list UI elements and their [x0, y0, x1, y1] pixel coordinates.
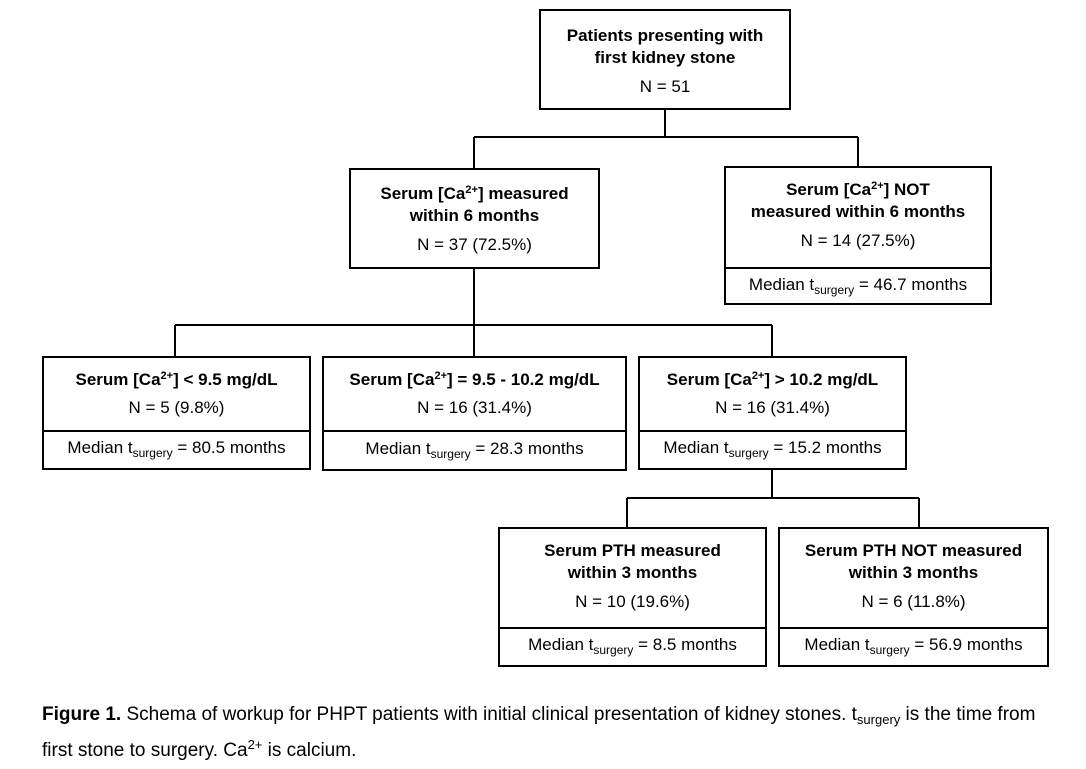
ca-measured-title-post: ] measured — [477, 184, 569, 203]
caption-sub: surgery — [856, 712, 901, 727]
ca-measured-count: N = 37 (72.5%) — [417, 235, 532, 254]
pth-not-measured-title: Serum PTH NOT measured within 3 months — [780, 540, 1047, 584]
ca-high-count: N = 16 (31.4%) — [715, 398, 830, 417]
median-pre: Median t — [365, 439, 431, 458]
median-sub: surgery — [728, 446, 769, 460]
ca-high-title-sup: 2+ — [751, 370, 765, 382]
ca-mid-title-post: ] = 9.5 - 10.2 mg/dL — [447, 370, 600, 389]
median-post: = 28.3 months — [470, 439, 584, 458]
figure-caption: Figure 1. Schema of workup for PHPT pati… — [42, 697, 1052, 769]
median-pre: Median t — [804, 635, 870, 654]
median-sub: surgery — [869, 643, 910, 657]
median-pre: Median t — [67, 438, 133, 457]
ca-high-title-post: ] > 10.2 mg/dL — [764, 370, 879, 389]
median-post: = 8.5 months — [633, 635, 737, 654]
ca-mid-title-pre: Serum [Ca — [349, 370, 435, 389]
pth-not-measured-title-line2: within 3 months — [848, 563, 979, 582]
pth-not-measured-median: Median tsurgery = 56.9 months — [780, 627, 1047, 665]
pth-measured-median: Median tsurgery = 8.5 months — [500, 627, 765, 665]
ca-low-title-sup: 2+ — [160, 370, 174, 382]
ca-measured-title-pre: Serum [Ca — [380, 184, 466, 203]
median-sub: surgery — [593, 643, 634, 657]
median-post: = 80.5 months — [172, 438, 286, 457]
ca-measured-box: Serum [Ca2+] measured within 6 months N … — [349, 168, 600, 269]
ca-mid-title: Serum [Ca2+] = 9.5 - 10.2 mg/dL — [324, 369, 625, 391]
pth-measured-title: Serum PTH measured within 3 months — [500, 540, 765, 584]
pth-measured-count: N = 10 (19.6%) — [575, 592, 690, 611]
ca-not-measured-title-line2: measured within 6 months — [750, 202, 966, 221]
median-sub: surgery — [814, 283, 855, 297]
ca-not-measured-title: Serum [Ca2+] NOT measured within 6 month… — [726, 179, 990, 223]
ca-not-measured-title-pre: Serum [Ca — [786, 180, 872, 199]
ca-low-title: Serum [Ca2+] < 9.5 mg/dL — [44, 369, 309, 391]
ca-not-measured-title-post: ] NOT — [883, 180, 930, 199]
ca-low-title-pre: Serum [Ca — [75, 370, 161, 389]
ca-low-median: Median tsurgery = 80.5 months — [44, 430, 309, 468]
ca-low-title-post: ] < 9.5 mg/dL — [173, 370, 278, 389]
caption-text2: is the time from first stone to surgery.… — [42, 704, 1036, 761]
ca-mid-median: Median tsurgery = 28.3 months — [324, 430, 625, 469]
pth-measured-box: Serum PTH measured within 3 months N = 1… — [498, 527, 767, 667]
ca-measured-title-line2: within 6 months — [409, 206, 540, 225]
median-post: = 46.7 months — [854, 275, 968, 294]
caption-label: Figure 1. — [42, 704, 122, 725]
ca-measured-title-sup: 2+ — [465, 184, 478, 196]
median-sub: surgery — [430, 447, 471, 461]
caption-sup: 2+ — [247, 737, 263, 752]
caption-text1: Schema of workup for PHPT patients with … — [121, 704, 857, 725]
pth-not-measured-count: N = 6 (11.8%) — [861, 592, 966, 611]
ca-high-box: Serum [Ca2+] > 10.2 mg/dL N = 16 (31.4%)… — [638, 356, 907, 470]
ca-low-box: Serum [Ca2+] < 9.5 mg/dL N = 5 (9.8%) Me… — [42, 356, 311, 470]
ca-mid-count: N = 16 (31.4%) — [417, 398, 532, 417]
root-title-line1: Patients presenting with — [566, 26, 764, 45]
pth-measured-title-line2: within 3 months — [567, 563, 698, 582]
median-pre: Median t — [748, 275, 815, 294]
root-title-line2: first kidney stone — [594, 48, 736, 67]
ca-high-title: Serum [Ca2+] > 10.2 mg/dL — [640, 369, 905, 391]
root-count: N = 51 — [639, 77, 691, 96]
ca-measured-title: Serum [Ca2+] measured within 6 months — [351, 183, 598, 227]
pth-not-measured-title-line1: Serum PTH NOT measured — [804, 541, 1023, 560]
ca-mid-title-sup: 2+ — [434, 370, 447, 382]
caption-text3: is calcium. — [262, 740, 357, 761]
ca-high-median: Median tsurgery = 15.2 months — [640, 430, 905, 468]
root-title: Patients presenting with first kidney st… — [541, 25, 789, 69]
pth-not-measured-box: Serum PTH NOT measured within 3 months N… — [778, 527, 1049, 667]
median-pre: Median t — [528, 635, 594, 654]
pth-measured-title-line1: Serum PTH measured — [544, 541, 721, 560]
ca-not-measured-median: Median tsurgery = 46.7 months — [726, 267, 990, 303]
ca-mid-box: Serum [Ca2+] = 9.5 - 10.2 mg/dL N = 16 (… — [322, 356, 627, 471]
ca-not-measured-count: N = 14 (27.5%) — [800, 231, 916, 250]
median-sub: surgery — [132, 446, 173, 460]
ca-not-measured-title-sup: 2+ — [871, 180, 884, 192]
median-post: = 15.2 months — [768, 438, 882, 457]
median-pre: Median t — [663, 438, 729, 457]
ca-not-measured-box: Serum [Ca2+] NOT measured within 6 month… — [724, 166, 992, 305]
ca-high-title-pre: Serum [Ca — [666, 370, 752, 389]
median-post: = 56.9 months — [909, 635, 1023, 654]
ca-low-count: N = 5 (9.8%) — [128, 398, 225, 417]
root-box: Patients presenting with first kidney st… — [539, 9, 791, 110]
